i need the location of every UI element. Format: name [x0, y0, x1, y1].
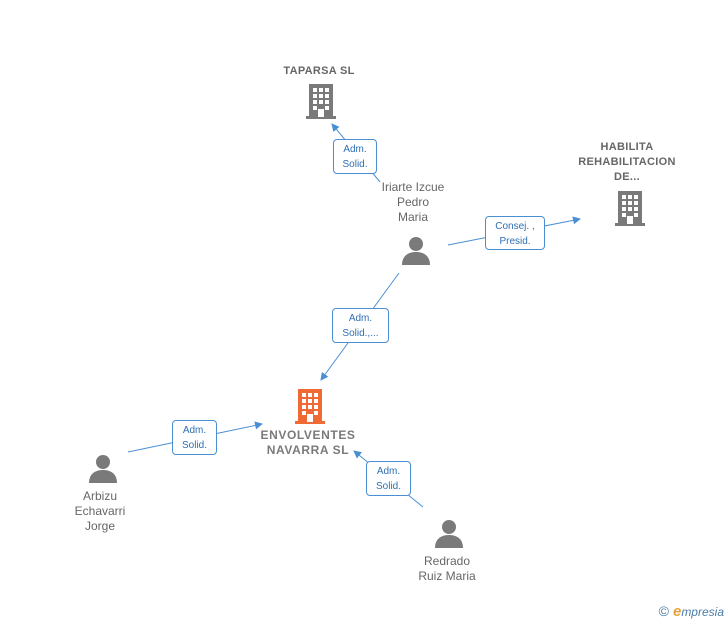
building-icon[interactable] — [295, 388, 325, 424]
edge-label-line: Adm. — [343, 144, 367, 155]
edge-label-arbizu-envolventes[interactable]: Adm. Solid. — [172, 420, 217, 455]
person-icon[interactable] — [88, 454, 118, 484]
edge-label-line: Adm. — [376, 466, 401, 477]
edge-label-line: Adm. — [182, 425, 207, 436]
edge-label-iriarte-taparsa[interactable]: Adm. Solid. — [333, 139, 377, 174]
company-label-habilita: HABILITA REHABILITACION DE... — [578, 141, 676, 183]
edge-label-redrado-envolventes[interactable]: Adm. Solid. — [366, 461, 411, 496]
person-icon[interactable] — [401, 236, 431, 266]
brand-initial: e — [672, 603, 682, 620]
edge-label-line: Solid. — [342, 159, 368, 170]
edge-label-line: Solid. — [375, 481, 401, 492]
edge-label-line: Solid.,... — [342, 328, 379, 339]
person-icon[interactable] — [434, 519, 464, 549]
copyright-icon: © — [658, 603, 669, 619]
brand-logo[interactable]: ©empresia — [659, 603, 724, 620]
edge-label-line: Consej. , — [495, 221, 535, 232]
person-label-redrado: Redrado Ruiz Maria — [418, 554, 476, 583]
company-label-envolventes: ENVOLVENTES NAVARRA SL — [260, 428, 356, 457]
edge-label-iriarte-habilita[interactable]: Consej. , Presid. — [485, 216, 545, 250]
person-label-arbizu: Arbizu Echavarri Jorge — [74, 489, 126, 533]
edge-label-iriarte-envolventes[interactable]: Adm. Solid.,... — [332, 308, 389, 343]
edge-label-line: Solid. — [181, 440, 207, 451]
person-label-iriarte: Iriarte Izcue Pedro Maria — [381, 180, 445, 224]
building-icon[interactable] — [615, 190, 645, 226]
edge-label-line: Adm. — [348, 313, 373, 324]
brand-name: mpresia — [681, 605, 724, 619]
company-label-taparsa: TAPARSA SL — [283, 65, 355, 77]
building-icon[interactable] — [306, 83, 336, 119]
edge-label-line: Presid. — [499, 236, 531, 247]
